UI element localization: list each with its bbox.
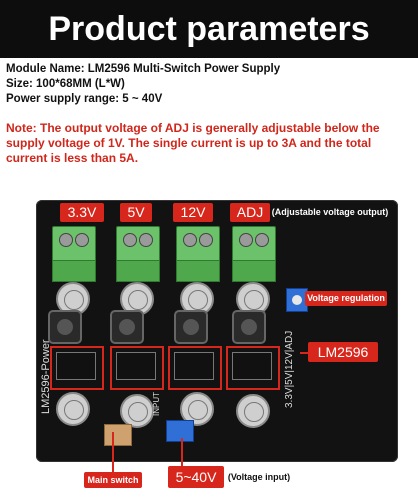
- main-switch-arrow: [112, 432, 114, 472]
- potentiometer[interactable]: [286, 288, 308, 312]
- label-input-sub: (Voltage input): [227, 472, 291, 482]
- note-text: Note: The output voltage of ADJ is gener…: [6, 121, 380, 165]
- lm2596-chip: [52, 352, 100, 380]
- inductor: [48, 310, 82, 344]
- silk-input-label: INPUT: [152, 392, 161, 416]
- terminal-adj-base: [232, 260, 276, 282]
- lm2596-highlight: [110, 346, 164, 390]
- lm2596-highlight: [226, 346, 280, 390]
- lm2596-chip: [228, 352, 276, 380]
- terminal-3v3: [52, 226, 96, 262]
- pcb-board: LM2596-Power 3.3V|5V|12V|ADJ INPUT: [36, 200, 398, 462]
- label-12v: 12V: [173, 203, 213, 222]
- inductor: [110, 310, 144, 344]
- label-lm2596: LM2596: [308, 342, 378, 362]
- label-adj-sub: (Adjustable voltage output): [271, 207, 389, 217]
- lm2596-highlight: [50, 346, 104, 390]
- inductor: [174, 310, 208, 344]
- lm2596-chip: [112, 352, 160, 380]
- page-title: Product parameters: [0, 0, 418, 58]
- label-input-range: 5~40V: [168, 466, 224, 488]
- terminal-3v3-base: [52, 260, 96, 282]
- inductor: [232, 310, 266, 344]
- input-terminal: [166, 420, 194, 442]
- label-voltage-regulation: Voltage regulation: [305, 291, 387, 306]
- capacitor: [120, 394, 154, 428]
- lm2596-connector: [300, 352, 308, 354]
- capacitor: [56, 392, 90, 426]
- label-adj: ADJ: [230, 203, 270, 222]
- spec-size: Size: 100*68MM (L*W): [6, 78, 125, 90]
- terminal-12v-base: [176, 260, 220, 282]
- capacitor: [236, 394, 270, 428]
- terminal-5v-base: [116, 260, 160, 282]
- terminal-5v: [116, 226, 160, 262]
- terminal-12v: [176, 226, 220, 262]
- lm2596-highlight: [168, 346, 222, 390]
- label-3v3: 3.3V: [60, 203, 104, 222]
- label-main-switch: Main switch: [84, 472, 142, 488]
- silk-board-name: LM2596-Power: [40, 339, 52, 414]
- input-arrow: [181, 438, 183, 466]
- label-5v: 5V: [120, 203, 152, 222]
- silk-output-labels: 3.3V|5V|12V|ADJ: [284, 330, 295, 408]
- spec-list: Module Name: LM2596 Multi-Switch Power S…: [6, 62, 280, 107]
- spec-power-range: Power supply range: 5 ~ 40V: [6, 93, 163, 105]
- main-switch[interactable]: [104, 424, 132, 446]
- spec-module-name: Module Name: LM2596 Multi-Switch Power S…: [6, 63, 281, 75]
- terminal-adj: [232, 226, 276, 262]
- lm2596-chip: [170, 352, 218, 380]
